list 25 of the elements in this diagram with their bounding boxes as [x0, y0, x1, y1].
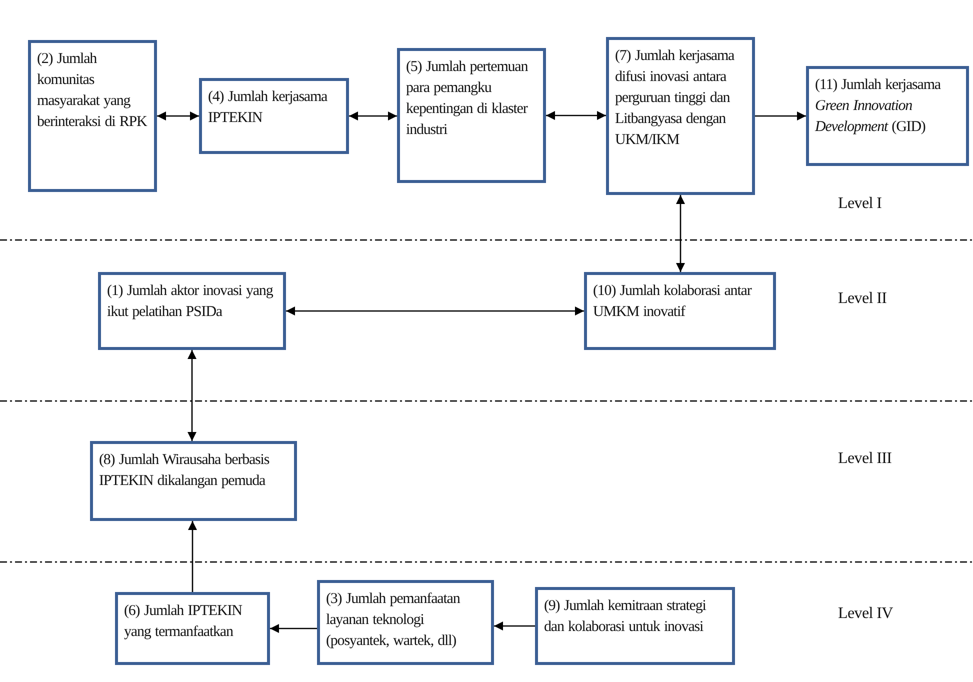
process-box: (11) Jumlah kerjasama Green Innovation Development (GID)	[806, 66, 969, 166]
arrow	[286, 306, 584, 316]
level-label: Level II	[838, 290, 887, 308]
arrow	[188, 521, 197, 592]
process-box: (7) Jumlah kerjasama difusi inovasi antara perguruan tinggi dan Litbangyasa dengan UKM/IKM	[606, 37, 755, 195]
arrow	[349, 112, 397, 120]
process-box: (2) Jumlah komunitas masyarakat yang berinteraksi di RPK	[28, 40, 157, 192]
process-box: (4) Jumlah kerjasama IPTEKIN	[199, 78, 349, 154]
level-label: Level III	[838, 450, 892, 468]
process-box: (8) Jumlah Wirausaha berbasis IPTEKIN dikalangan pemuda	[90, 441, 297, 521]
arrow	[270, 624, 317, 633]
arrow	[188, 350, 196, 441]
arrow	[676, 195, 685, 272]
arrow	[755, 112, 806, 120]
process-box: (3) Jumlah pemanfaatan layanan teknologi (posyantek, wartek, dll)	[317, 580, 494, 665]
arrow	[494, 622, 535, 630]
arrow	[157, 112, 199, 120]
process-box: (10) Jumlah kolaborasi antar UMKM inovatif	[584, 272, 776, 350]
arrow	[546, 111, 606, 120]
process-box: (5) Jumlah pertemuan para pemangku kepentingan di klaster industri	[397, 48, 546, 183]
process-box: (1) Jumlah aktor inovasi yang ikut pelatihan PSIDa	[98, 272, 286, 350]
process-box: (9) Jumlah kemitraan strategi dan kolaborasi untuk inovasi	[535, 587, 735, 665]
level-label: Level IV	[838, 605, 893, 623]
level-label: Level I	[838, 195, 882, 213]
process-box: (6) Jumlah IPTEKIN yang termanfaatkan	[115, 592, 270, 665]
